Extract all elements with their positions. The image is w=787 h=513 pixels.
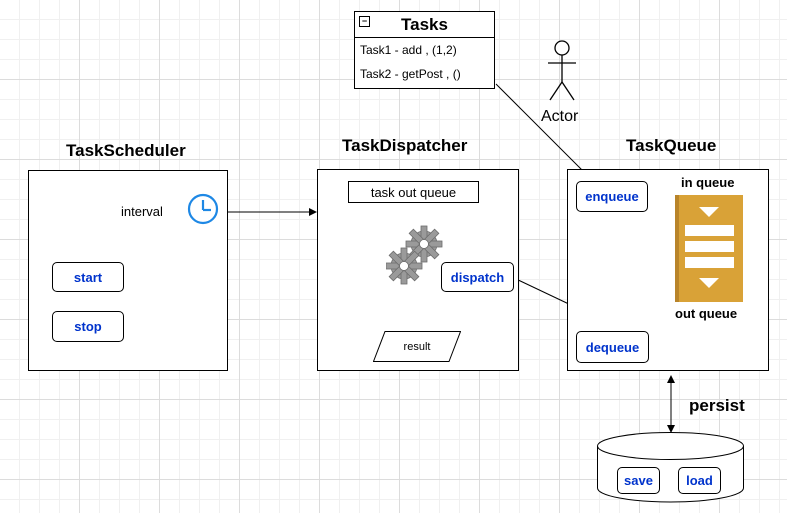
clock-icon[interactable]	[187, 193, 219, 225]
result-label: result	[403, 341, 431, 353]
tasks-list[interactable]: − Tasks Task1 - add , (1,2) Task2 - getP…	[354, 11, 495, 89]
interval-label: interval	[121, 204, 163, 219]
result-parallelogram	[373, 331, 461, 362]
task-item[interactable]: Task2 - getPost , ()	[360, 67, 461, 81]
task-out-queue-box: task out queue	[348, 181, 479, 203]
load-button[interactable]: load	[678, 467, 721, 494]
tasks-title: Tasks	[401, 14, 448, 34]
tasks-header: − Tasks	[355, 12, 494, 38]
start-button[interactable]: start	[52, 262, 124, 292]
save-button[interactable]: save	[617, 467, 660, 494]
dispatch-button[interactable]: dispatch	[441, 262, 514, 292]
out-queue-label: out queue	[675, 306, 738, 321]
enqueue-button[interactable]: enqueue	[576, 181, 648, 212]
actor-label: Actor	[541, 108, 579, 125]
dispatcher-title: TaskDispatcher	[342, 136, 468, 155]
gears-icon	[386, 225, 443, 285]
task-item[interactable]: Task1 - add , (1,2)	[360, 43, 457, 57]
in-queue-label: in queue	[681, 175, 735, 190]
persist-label: persist	[689, 396, 745, 415]
queue-icon	[675, 195, 743, 302]
actor-icon	[548, 40, 576, 101]
task-out-queue-label: task out queue	[370, 184, 457, 200]
stop-button[interactable]: stop	[52, 311, 124, 342]
scheduler-title: TaskScheduler	[66, 141, 186, 160]
queue-title: TaskQueue	[626, 136, 717, 155]
collapse-icon[interactable]: −	[359, 16, 370, 27]
dequeue-button[interactable]: dequeue	[576, 331, 649, 363]
